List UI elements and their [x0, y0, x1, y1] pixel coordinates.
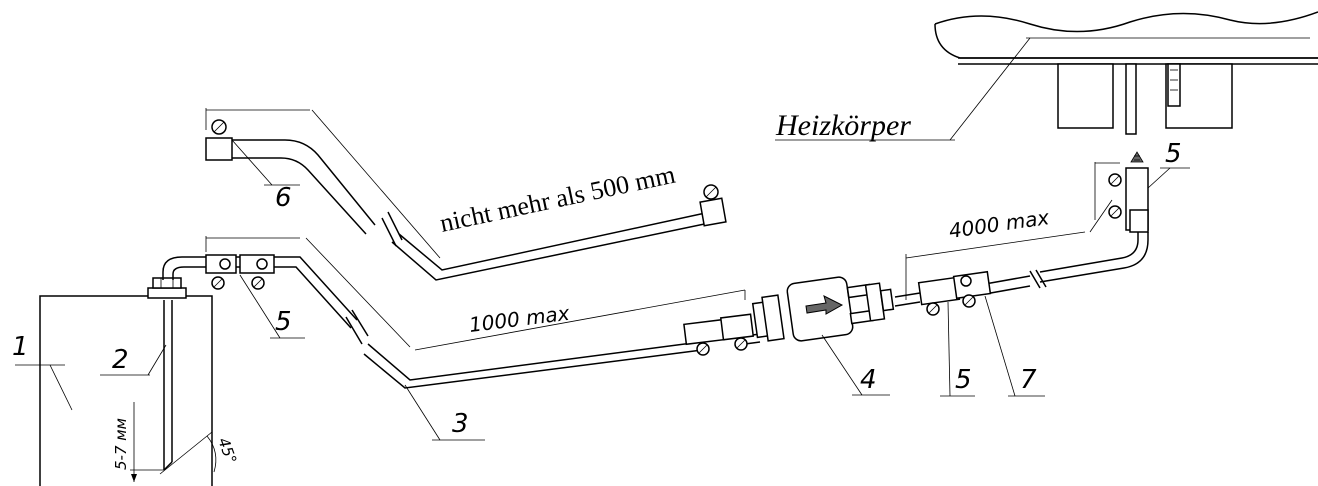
label-6: 6 — [275, 183, 292, 213]
label-3: 3 — [452, 409, 469, 439]
dim-1000-text: 1000 max — [468, 301, 571, 337]
pipe-7 — [894, 232, 1149, 307]
label-1: 1 — [12, 332, 29, 362]
dim-4000 — [905, 162, 1120, 300]
heater — [775, 11, 1318, 141]
clamp-vertical — [1108, 151, 1190, 233]
pipe-6 — [205, 108, 715, 281]
clamp-right — [917, 270, 1045, 397]
clamp-6 — [205, 119, 300, 186]
dim-angle-text: 45° — [214, 435, 240, 466]
probe-tube — [100, 300, 217, 482]
heater-label: Heizkörper — [775, 109, 911, 142]
label-2: 2 — [112, 345, 129, 375]
leader-3 — [404, 384, 485, 441]
dim-4000-text: 4000 max — [947, 205, 1050, 243]
label-5-top: 5 — [1165, 139, 1182, 169]
label-5-left: 5 — [275, 307, 292, 337]
dim-depth-text: 5-7 мм — [112, 418, 130, 470]
label-5-right: 5 — [955, 365, 972, 395]
clamp-6-right — [699, 184, 727, 227]
clamp-left — [205, 254, 305, 339]
clamp-middle — [683, 313, 755, 356]
label-7: 7 — [1020, 365, 1037, 395]
label-4: 4 — [860, 365, 877, 395]
dim-1000 — [205, 236, 746, 351]
tank-body — [15, 295, 213, 486]
flow-relay — [751, 276, 895, 396]
pipe-3 — [162, 256, 761, 389]
gland-nut — [147, 277, 187, 299]
